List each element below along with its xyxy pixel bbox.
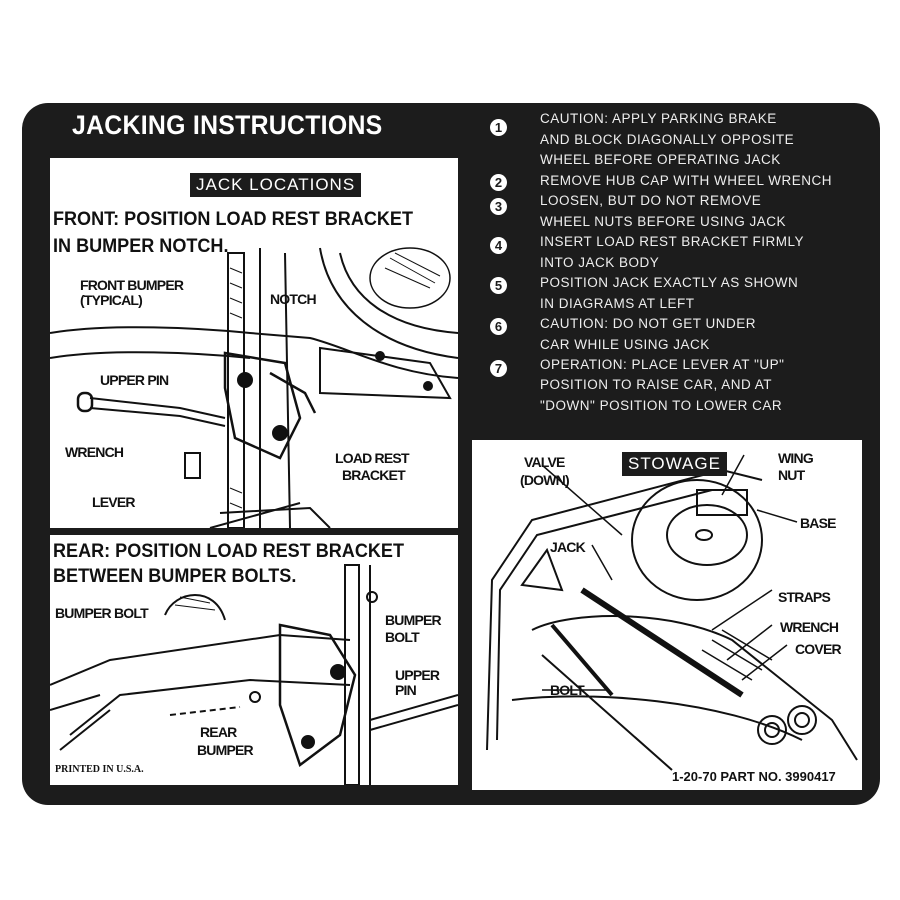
label-jack: JACK [550,539,586,555]
front-jack-location-panel: JACK LOCATIONS FRONT: POSITION LOAD REST… [50,158,458,528]
label-straps: STRAPS [778,589,831,605]
label-bolt-right: BOLT [385,629,420,645]
page-title: JACKING INSTRUCTIONS [72,110,383,140]
label-wrench: WRENCH [65,444,124,460]
rear-heading-line-1: REAR: POSITION LOAD REST BRACKET [53,541,404,562]
step-number: 6 [490,318,507,335]
label-cover: COVER [795,641,842,657]
step-text: POSITION JACK EXACTLY AS SHOWN [540,275,799,290]
step-number: 3 [490,198,507,215]
label-load-rest: LOAD REST [335,450,409,466]
step-text: LOOSEN, BUT DO NOT REMOVE [540,193,762,208]
front-jack-diagram [50,247,458,528]
step-text: CAR WHILE USING JACK [540,337,710,352]
label-pin: PIN [395,682,417,698]
label-down: (DOWN) [520,472,570,488]
front-heading-line-2: IN BUMPER NOTCH. [53,236,229,257]
rear-jack-diagram [50,564,458,785]
step-text: WHEEL BEFORE OPERATING JACK [540,152,781,167]
label-wing: WING [778,450,814,466]
step-text: IN DIAGRAMS AT LEFT [540,296,695,311]
label-rear-bumper: BUMPER [197,742,254,758]
step-text: WHEEL NUTS BEFORE USING JACK [540,214,787,229]
step-number: 7 [490,360,507,377]
step-text: "DOWN" POSITION TO LOWER CAR [540,398,783,413]
step-text: OPERATION: PLACE LEVER AT "UP" [540,357,785,372]
label-bumper-right: BUMPER [385,612,442,628]
label-upper-pin: UPPER PIN [100,372,169,388]
step-text: POSITION TO RAISE CAR, AND AT [540,377,773,392]
label-rear: REAR [200,724,237,740]
label-lever: LEVER [92,494,135,510]
step-text: INSERT LOAD REST BRACKET FIRMLY [540,234,805,249]
step-number: 2 [490,174,507,191]
printed-in-usa: PRINTED IN U.S.A. [55,764,144,775]
step-text: CAUTION: APPLY PARKING BRAKE [540,111,777,126]
label-front-bumper: FRONT BUMPER [80,277,184,293]
part-number: 1-20-70 PART NO. 3990417 [672,769,836,784]
step-number: 4 [490,237,507,254]
step-text: AND BLOCK DIAGONALLY OPPOSITE [540,132,795,147]
step-text: REMOVE HUB CAP WITH WHEEL WRENCH [540,173,833,188]
label-notch: NOTCH [270,291,317,307]
jack-locations-tag: JACK LOCATIONS [190,173,362,197]
label-bracket: BRACKET [342,467,406,483]
stowage-diagram [486,454,858,771]
label-wrench-stowage: WRENCH [780,619,839,635]
step-text: INTO JACK BODY [540,255,660,270]
label-bolt-stowage: BOLT [550,682,585,698]
step-text: CAUTION: DO NOT GET UNDER [540,316,757,331]
label-bumper-bolt-left: BUMPER BOLT [55,605,149,621]
label-nut: NUT [778,467,805,483]
label-typical: (TYPICAL) [80,292,143,308]
label-upper: UPPER [395,667,440,683]
stowage-panel: VALVE (DOWN) STOWAGE WING NUT BASE JACK … [472,440,862,790]
step-number: 5 [490,277,507,294]
label-valve: VALVE [524,454,565,470]
front-heading-line-1: FRONT: POSITION LOAD REST BRACKET [53,209,414,230]
step-number: 1 [490,119,507,136]
rear-heading-line-2: BETWEEN BUMPER BOLTS. [53,566,297,587]
stowage-tag: STOWAGE [622,452,727,476]
rear-jack-location-panel: REAR: POSITION LOAD REST BRACKET BETWEEN… [50,535,458,785]
label-base: BASE [800,515,836,531]
